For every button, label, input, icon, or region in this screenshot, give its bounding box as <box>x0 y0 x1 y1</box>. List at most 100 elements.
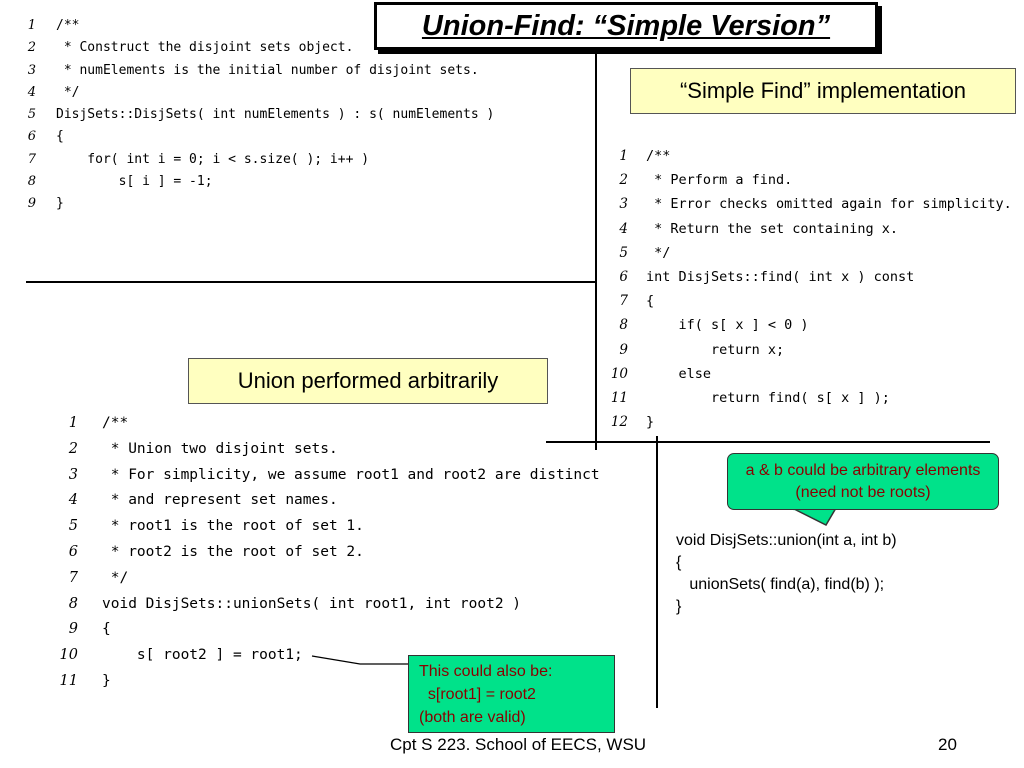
code-line: 7{ <box>608 289 1012 313</box>
line-number: 4 <box>619 220 628 237</box>
code-text: */ <box>56 84 80 100</box>
divider-vertical-top <box>595 50 597 450</box>
slide-title-text: Union-Find: “Simple Version” <box>421 9 831 42</box>
union-code-line: void DisjSets::union(int a, int b) <box>676 532 897 549</box>
divider-vertical-bottom <box>656 436 658 708</box>
code-line: 6{ <box>20 126 494 148</box>
line-number: 6 <box>619 269 628 286</box>
union-code-line: { <box>676 554 682 571</box>
union-sets-code-block: 1/**2 * Union two disjoint sets.3 * For … <box>52 411 600 695</box>
code-line: 9} <box>20 193 494 215</box>
line-number: 2 <box>27 40 36 56</box>
code-line: 4 */ <box>20 82 494 104</box>
line-number: 12 <box>610 414 628 431</box>
line-number: 5 <box>27 107 36 123</box>
code-text: */ <box>102 569 129 586</box>
find-code-block: 1/**2 * Perform a find.3 * Error checks … <box>608 144 1012 434</box>
code-text: /** <box>646 148 671 164</box>
code-line: 8 s[ i ] = -1; <box>20 171 494 193</box>
code-text: * Construct the disjoint sets object. <box>56 40 354 56</box>
union-label-box: Union performed arbitrarily <box>188 358 548 404</box>
line-number: 11 <box>59 672 78 689</box>
code-line: 3 * numElements is the initial number of… <box>20 60 494 82</box>
union-code-line: } <box>676 598 682 615</box>
code-text: * root1 is the root of set 1. <box>102 518 364 535</box>
line-number: 4 <box>68 492 78 509</box>
code-text: } <box>56 196 64 212</box>
line-number: 9 <box>619 341 628 358</box>
constructor-code-block: 1/**2 * Construct the disjoint sets obje… <box>20 15 495 216</box>
find-label-text: “Simple Find” implementation <box>679 78 967 103</box>
code-text: * Return the set containing x. <box>646 220 898 237</box>
union-code-line: unionSets( find(a), find(b) ); <box>676 576 885 593</box>
slide-title: Union-Find: “Simple Version” <box>374 2 878 50</box>
line-number: 3 <box>27 62 36 78</box>
code-line: 3 * For simplicity, we assume root1 and … <box>52 463 600 489</box>
divider-horizontal-right <box>546 441 990 443</box>
code-text: * and represent set names. <box>102 492 338 509</box>
callout-roots-text: a & b could be arbitrary elements (need … <box>745 462 981 501</box>
line-number: 9 <box>27 196 36 212</box>
code-line: 6 * root2 is the root of set 2. <box>52 540 600 566</box>
code-line: 1 /** <box>608 144 1012 168</box>
union-code-block: void DisjSets::union(int a, int b){ unio… <box>676 530 897 618</box>
code-text: s[ root2 ] = root1; <box>102 647 303 664</box>
code-text: * numElements is the initial number of d… <box>56 62 479 78</box>
code-text: * Error checks omitted again for simplic… <box>646 196 1012 213</box>
code-line: 7 */ <box>52 566 600 592</box>
code-line: 2 * Construct the disjoint sets object. <box>20 37 494 59</box>
code-text: DisjSets::DisjSets( int numElements ) : … <box>56 107 495 123</box>
line-number: 10 <box>610 365 628 382</box>
code-text: return find( s[ x ] ); <box>646 390 890 407</box>
find-label-box: “Simple Find” implementation <box>630 68 1016 114</box>
code-text: { <box>56 129 64 145</box>
code-text: * root2 is the root of set 2. <box>102 543 364 560</box>
union-label-text: Union performed arbitrarily <box>237 368 499 393</box>
code-text: /** <box>102 415 129 431</box>
line-number: 1 <box>68 415 78 431</box>
divider-horizontal-left <box>26 281 596 283</box>
callout-roots: a & b could be arbitrary elements (need … <box>727 453 999 510</box>
line-number: 7 <box>68 569 78 586</box>
code-text: s[ i ] = -1; <box>56 174 213 190</box>
line-number: 8 <box>27 174 36 190</box>
code-text: { <box>102 621 111 638</box>
line-number: 3 <box>68 466 78 483</box>
code-line: 6 int DisjSets::find( int x ) const <box>608 265 1012 289</box>
line-number: 8 <box>68 595 78 612</box>
code-line: 2 * Perform a find. <box>608 168 1012 192</box>
footer-course: Cpt S 223. School of EECS, WSU <box>390 735 647 754</box>
code-line: 10 else <box>608 362 1012 386</box>
callout-alt-line: (both are valid) <box>419 709 526 726</box>
code-text: /** <box>56 18 80 33</box>
code-line: 3 * Error checks omitted again for simpl… <box>608 192 1012 216</box>
code-text: int DisjSets::find( int x ) const <box>646 269 915 286</box>
line-number: 5 <box>619 244 628 261</box>
line-number: 2 <box>619 172 628 189</box>
code-text: } <box>102 672 111 689</box>
code-line: 4 * and represent set names. <box>52 488 600 514</box>
code-line: 10 s[ root2 ] = root1; <box>52 643 600 669</box>
footer-page-number: 20 <box>938 735 957 754</box>
line-number: 8 <box>619 317 628 334</box>
code-text: * Union two disjoint sets. <box>102 440 338 457</box>
code-line: 11} <box>52 669 600 695</box>
line-number: 10 <box>59 647 78 664</box>
code-text: for( int i = 0; i < s.size( ); i++ ) <box>56 151 370 167</box>
line-number: 6 <box>68 543 78 560</box>
code-text: * For simplicity, we assume root1 and ro… <box>102 466 600 483</box>
code-text: return x; <box>646 341 785 358</box>
line-number: 1 <box>619 148 628 164</box>
callout-alt-line: This could also be: <box>419 663 553 680</box>
line-number: 3 <box>619 196 628 213</box>
line-number: 2 <box>68 440 78 457</box>
code-line: 2 * Union two disjoint sets. <box>52 437 600 463</box>
code-text: */ <box>646 244 671 261</box>
code-line: 12} <box>608 410 1012 434</box>
code-line: 11 return find( s[ x ] ); <box>608 386 1012 410</box>
line-number: 11 <box>610 390 628 407</box>
line-number: 7 <box>619 293 628 310</box>
code-text: if( s[ x ] < 0 ) <box>646 317 809 334</box>
code-line: 8 if( s[ x ] < 0 ) <box>608 313 1012 337</box>
